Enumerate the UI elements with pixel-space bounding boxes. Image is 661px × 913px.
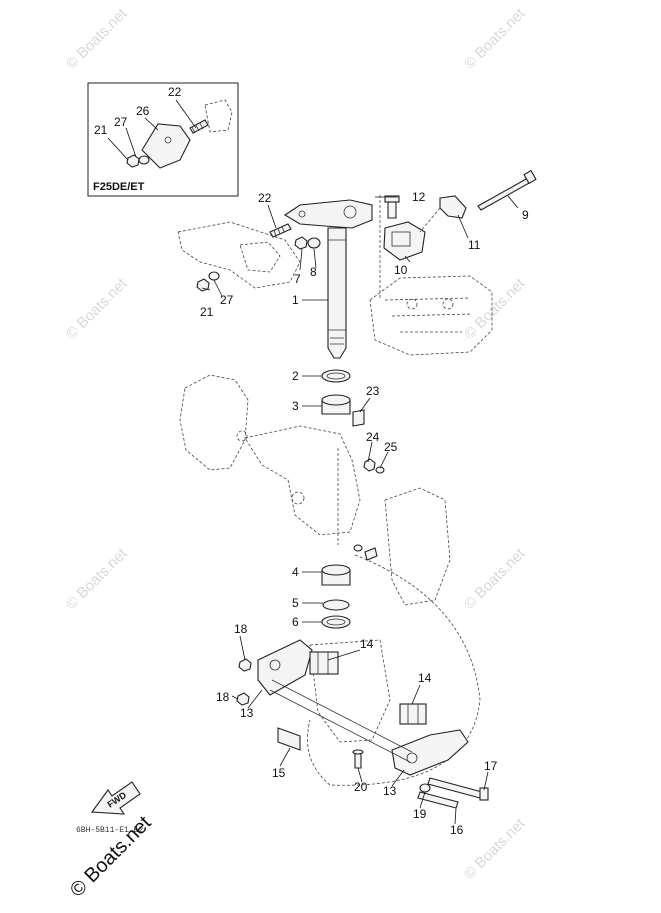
callout-21: 21 (200, 305, 214, 319)
callout-8: 8 (310, 265, 317, 279)
middle-assembly (179, 369, 451, 606)
callout-25: 25 (384, 440, 398, 454)
callout-18-upper: 18 (234, 622, 248, 636)
watermark-bottom-right: © Boats.net (461, 815, 529, 883)
callout-16: 16 (450, 823, 464, 837)
fwd-arrow-icon (90, 781, 141, 815)
watermark-top-left: © Boats.net (63, 5, 131, 73)
callout-18-lower: 18 (216, 690, 230, 704)
watermark-right-upper: © Boats.net (461, 275, 529, 343)
callout-13-right: 13 (383, 784, 397, 798)
callout-24: 24 (366, 430, 380, 444)
inset-box: F25DE/ET (87, 82, 239, 197)
callout-4: 4 (292, 565, 299, 579)
callout-19: 19 (413, 807, 427, 821)
callout-14-right: 14 (418, 671, 432, 685)
diagram-code: 6BH-5B11-E1 E2 (76, 826, 143, 835)
callout-22: 22 (258, 191, 272, 205)
watermark-left-upper: © Boats.net (63, 275, 131, 343)
lower-mount-assembly (236, 639, 489, 809)
callout-21-inset: 21 (94, 123, 108, 137)
callout-17: 17 (484, 759, 498, 773)
callout-26-inset: 26 (136, 104, 150, 118)
callout-5: 5 (292, 596, 299, 610)
watermark-right-middle: © Boats.net (461, 545, 529, 613)
callout-27: 27 (220, 293, 234, 307)
callout-14-left: 14 (360, 637, 374, 651)
callout-12: 12 (412, 190, 426, 204)
callout-23: 23 (366, 384, 380, 398)
callout-numbers: 22 26 27 21 22 12 9 11 10 7 8 27 1 21 2 … (94, 85, 529, 837)
callout-6: 6 (292, 615, 299, 629)
watermark-top-right: © Boats.net (461, 5, 529, 73)
callout-22-inset: 22 (168, 85, 182, 99)
callout-9: 9 (522, 208, 529, 222)
left-bracket-ghost (177, 221, 301, 292)
callout-10: 10 (394, 263, 408, 277)
callout-20: 20 (354, 780, 368, 794)
leader-lines (201, 195, 519, 825)
callout-2: 2 (292, 369, 299, 383)
inset-label: F25DE/ET (93, 181, 145, 193)
steering-shaft-assembly (269, 199, 373, 359)
callout-15: 15 (272, 766, 286, 780)
callout-7: 7 (294, 272, 301, 286)
callout-3: 3 (292, 399, 299, 413)
watermark-left-middle: © Boats.net (63, 545, 131, 613)
callout-27-inset: 27 (114, 115, 128, 129)
callout-1: 1 (292, 293, 299, 307)
fwd-indicator: FWD (90, 781, 141, 815)
callout-13-left: 13 (240, 706, 254, 720)
engine-mount-ghost (369, 169, 537, 356)
callout-11: 11 (468, 238, 481, 252)
